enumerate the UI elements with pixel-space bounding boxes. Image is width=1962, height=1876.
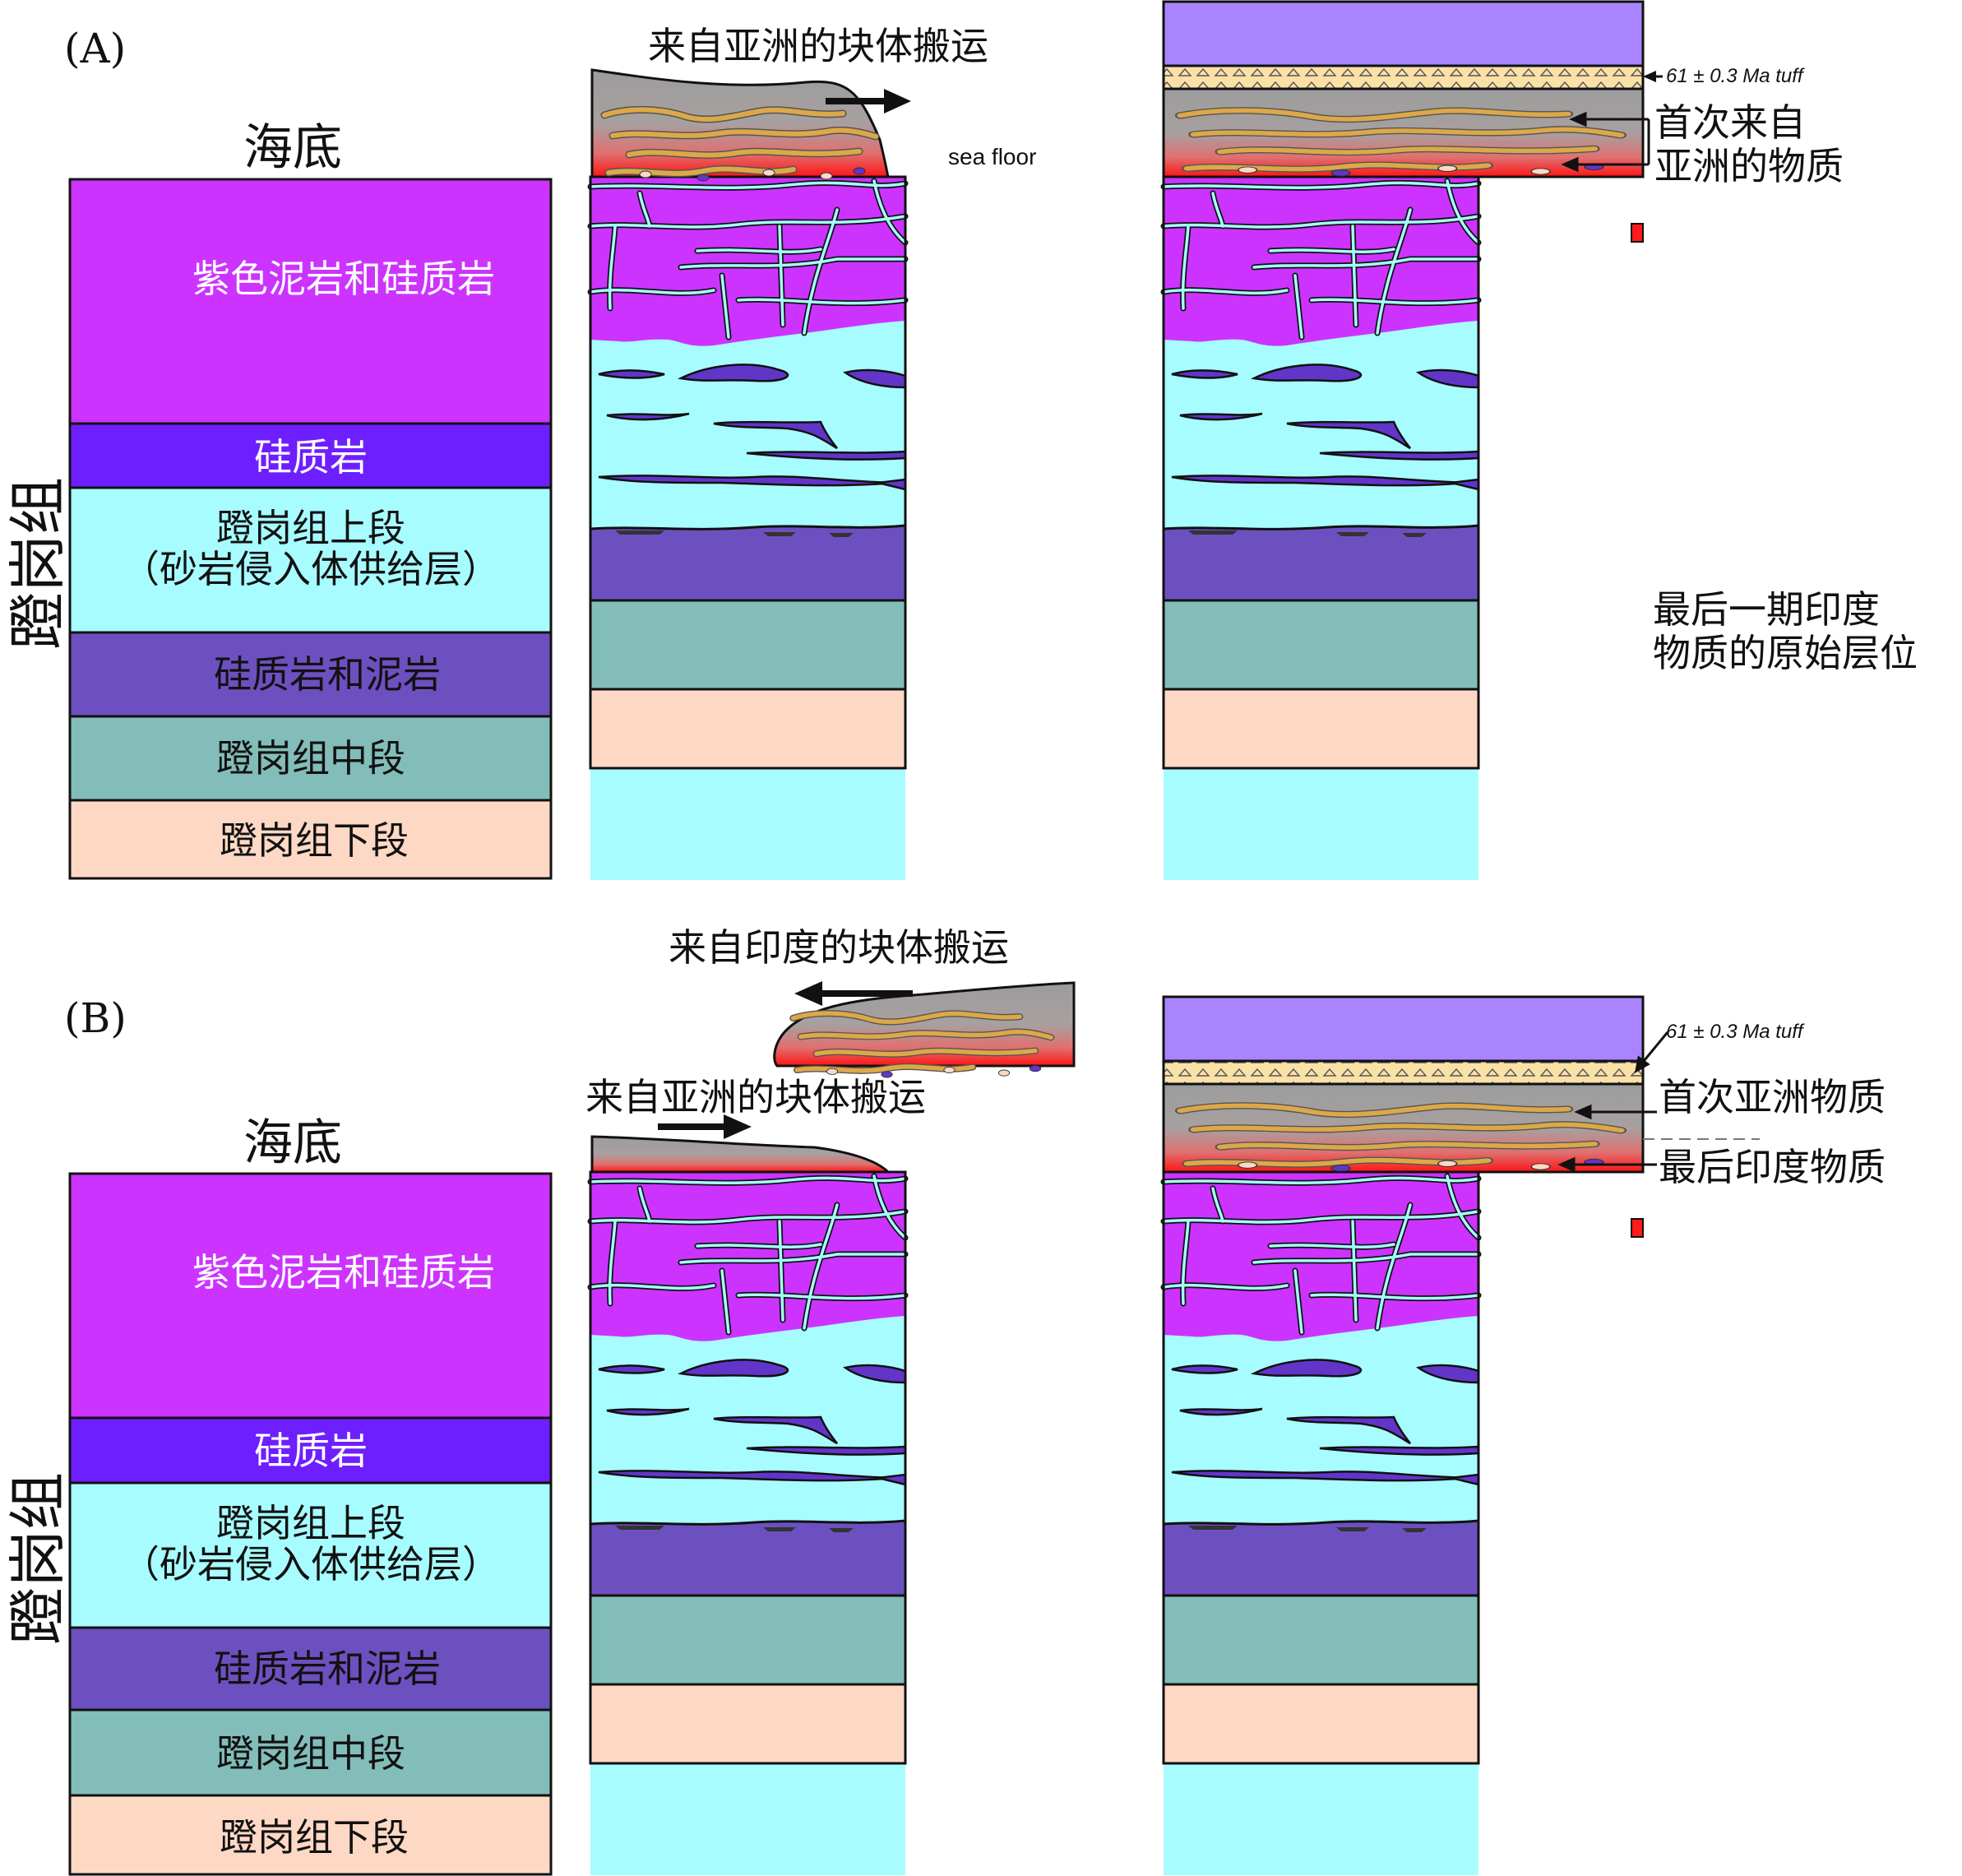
unit-middle-member-b xyxy=(68,1708,553,1797)
injectite-column-body xyxy=(1160,1170,1482,1875)
asia-transport-arrow-b xyxy=(658,1114,752,1139)
group-name-b: 蹬岗组 xyxy=(4,1472,72,1645)
middle-column-b: 来自印度的块体搬运 来自亚洲的块体搬运 xyxy=(585,925,1076,1875)
first-asian-label-a-2: 亚洲的物质 xyxy=(1654,144,1844,188)
overlying-unit-a xyxy=(1162,0,1645,67)
right-column-b: 61 ± 0.3 Ma tuff 首次亚洲物质 最后印度物质 xyxy=(1160,995,1886,1875)
transport-arrow-a xyxy=(826,89,911,113)
tuff-layer-a xyxy=(1162,64,1645,90)
unit-purple-mudstone-b xyxy=(68,1172,553,1420)
unit-label-feeder-b: （砂岩侵入体供给层） xyxy=(122,1542,500,1586)
panel-b-label: (B) xyxy=(64,994,127,1042)
unit-label-purple-mudstone-b: 紫色泥岩和硅质岩 xyxy=(192,1250,495,1295)
asian-mass-transport-a xyxy=(590,68,890,178)
unit-chert-mudstone-a xyxy=(68,631,553,718)
seafloor-label-a: 海底 xyxy=(243,119,342,177)
last-indian-pointer-b xyxy=(1557,1156,1657,1173)
middle-column-a: 来自亚洲的块体搬运 sea floor xyxy=(587,24,1036,880)
unit-upper-member-b xyxy=(68,1481,553,1629)
indian-mass-transport-b xyxy=(773,981,1076,1068)
unit-chert-b xyxy=(68,1416,553,1485)
last-indian-label-a-1: 最后一期印度 xyxy=(1653,587,1880,632)
first-asian-label-b: 首次亚洲物质 xyxy=(1659,1075,1886,1119)
unit-label-lower-member-a: 蹬岗组下段 xyxy=(220,818,409,863)
unit-chert-mudstone-b xyxy=(68,1626,553,1712)
unit-lower-member-a xyxy=(68,799,553,880)
unit-label-middle-member-b: 蹬岗组中段 xyxy=(216,1731,405,1776)
right-column-a: 61 ± 0.3 Ma tuff 首次来自 亚洲的物质 最后一期印度 物质的原始… xyxy=(1160,0,1918,880)
unit-label-upper-member-b: 蹬岗组上段 xyxy=(216,1501,405,1545)
sea-floor-label-a: sea floor xyxy=(948,144,1036,169)
folded-melange-layers xyxy=(1174,1102,1627,1172)
red-clast xyxy=(1631,1218,1644,1238)
overlying-unit-b xyxy=(1162,995,1645,1063)
unit-label-middle-member-a: 蹬岗组中段 xyxy=(216,736,405,781)
injectite-column-body xyxy=(587,1170,909,1875)
unit-lower-member-b xyxy=(68,1794,553,1876)
stratigraphic-column-a xyxy=(68,178,553,880)
red-clast xyxy=(1631,223,1644,243)
india-transport-arrow-b xyxy=(794,981,913,1006)
last-indian-label-b: 最后印度物质 xyxy=(1659,1145,1886,1189)
last-indian-label-a-2: 物质的原始层位 xyxy=(1653,631,1918,675)
tuff-label-a: 61 ± 0.3 Ma tuff xyxy=(1666,65,1805,87)
india-transport-label-b: 来自印度的块体搬运 xyxy=(669,925,1009,970)
injectite-column-body xyxy=(1160,175,1482,880)
seafloor-label-b: 海底 xyxy=(243,1114,342,1172)
unit-label-chert-b: 硅质岩 xyxy=(254,1429,368,1473)
asian-mass-transport-b xyxy=(590,1135,891,1174)
first-asian-pointer-a xyxy=(1561,111,1650,173)
unit-upper-member-a xyxy=(68,486,553,634)
unit-chert-a xyxy=(68,422,553,489)
tuff-layer-b xyxy=(1162,1059,1645,1086)
transport-label-a: 来自亚洲的块体搬运 xyxy=(648,24,988,68)
unit-purple-mudstone-a xyxy=(68,178,553,425)
stratigraphic-column-b xyxy=(68,1172,553,1876)
unit-label-chert-a: 硅质岩 xyxy=(254,435,368,479)
first-asian-pointer-b xyxy=(1574,1104,1657,1120)
unit-label-chert-mudstone-a: 硅质岩和泥岩 xyxy=(214,652,441,697)
injectite-column-body xyxy=(587,175,909,880)
unit-label-feeder-a: （砂岩侵入体供给层） xyxy=(122,547,500,591)
asia-transport-label-b: 来自亚洲的块体搬运 xyxy=(585,1075,926,1119)
panel-b: (B) 海底 蹬岗组 紫色泥岩和硅质岩 硅质岩 蹬岗组上段 （砂岩侵入体供给层）… xyxy=(4,925,1886,1876)
panel-a: (A) 海底 蹬岗组 紫色泥岩和硅质岩 硅质岩 蹬岗组上段 （砂岩侵入体供给层）… xyxy=(4,0,1918,880)
panel-a-label: (A) xyxy=(64,25,126,72)
folded-melange-layers xyxy=(1174,107,1627,177)
folded-melange-layers xyxy=(789,1010,1055,1078)
first-asian-label-a-1: 首次来自 xyxy=(1654,100,1806,145)
tuff-pointer-b xyxy=(1634,1031,1669,1073)
tuff-label-b: 61 ± 0.3 Ma tuff xyxy=(1666,1021,1805,1043)
unit-label-upper-member-a: 蹬岗组上段 xyxy=(216,506,405,550)
unit-label-chert-mudstone-b: 硅质岩和泥岩 xyxy=(214,1647,441,1691)
folded-melange-layers xyxy=(600,105,880,182)
group-name-a: 蹬岗组 xyxy=(4,477,72,650)
unit-label-purple-mudstone-a: 紫色泥岩和硅质岩 xyxy=(192,257,495,301)
unit-label-lower-member-b: 蹬岗组下段 xyxy=(220,1815,409,1860)
tuff-pointer-a xyxy=(1643,71,1663,82)
